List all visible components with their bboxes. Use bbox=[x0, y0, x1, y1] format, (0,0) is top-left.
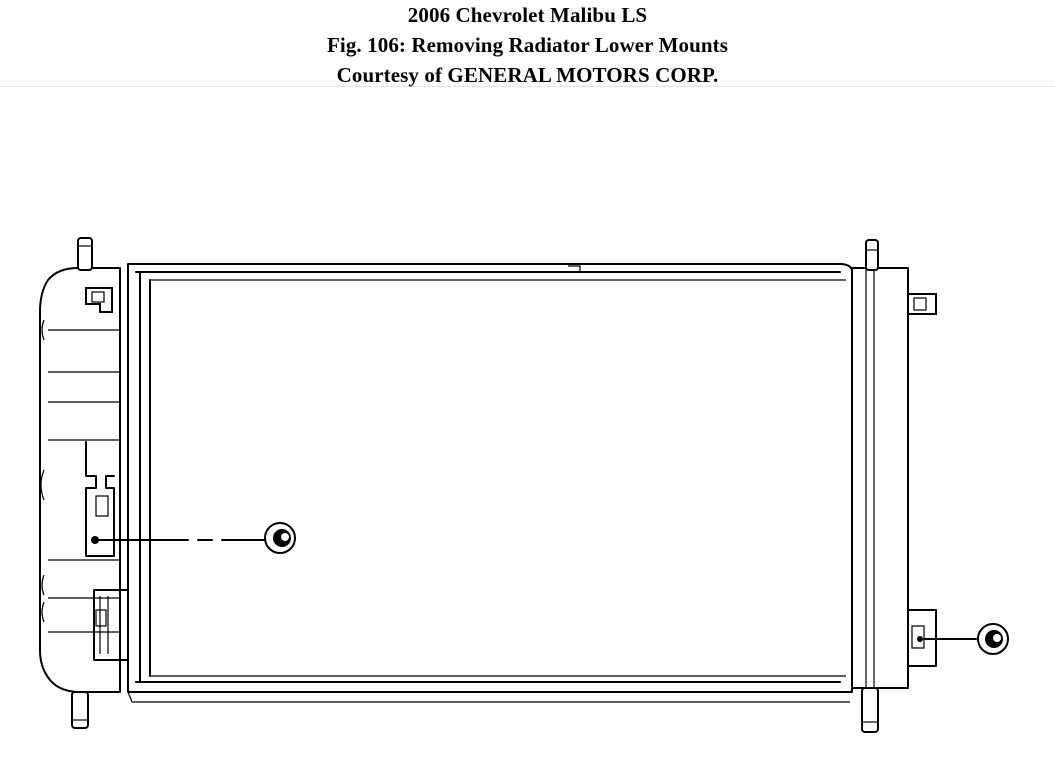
right-bottom-pin bbox=[861, 687, 879, 733]
right-lower-insulator bbox=[977, 623, 1009, 655]
left-lower-insulator bbox=[264, 522, 296, 554]
right-upper-clip bbox=[907, 293, 937, 315]
left-mount-bracket bbox=[85, 441, 115, 557]
right-tank bbox=[851, 267, 909, 689]
figure-caption: Fig. 106: Removing Radiator Lower Mounts bbox=[326, 33, 729, 57]
left-upper-clip bbox=[85, 287, 113, 313]
left-tank bbox=[39, 267, 121, 693]
left-lower-bracket bbox=[93, 589, 129, 661]
radiator-diagram bbox=[0, 87, 1055, 773]
left-top-pin bbox=[77, 237, 93, 271]
figure-header: 2006 Chevrolet Malibu LS Fig. 106: Remov… bbox=[0, 0, 1055, 87]
radiator-core bbox=[127, 263, 853, 703]
radiator-drawing bbox=[39, 237, 1009, 733]
vehicle-title: 2006 Chevrolet Malibu LS bbox=[407, 3, 648, 27]
courtesy-line: Courtesy of GENERAL MOTORS CORP. bbox=[336, 63, 719, 87]
right-top-pin bbox=[865, 239, 879, 271]
left-bottom-pin bbox=[71, 691, 89, 729]
